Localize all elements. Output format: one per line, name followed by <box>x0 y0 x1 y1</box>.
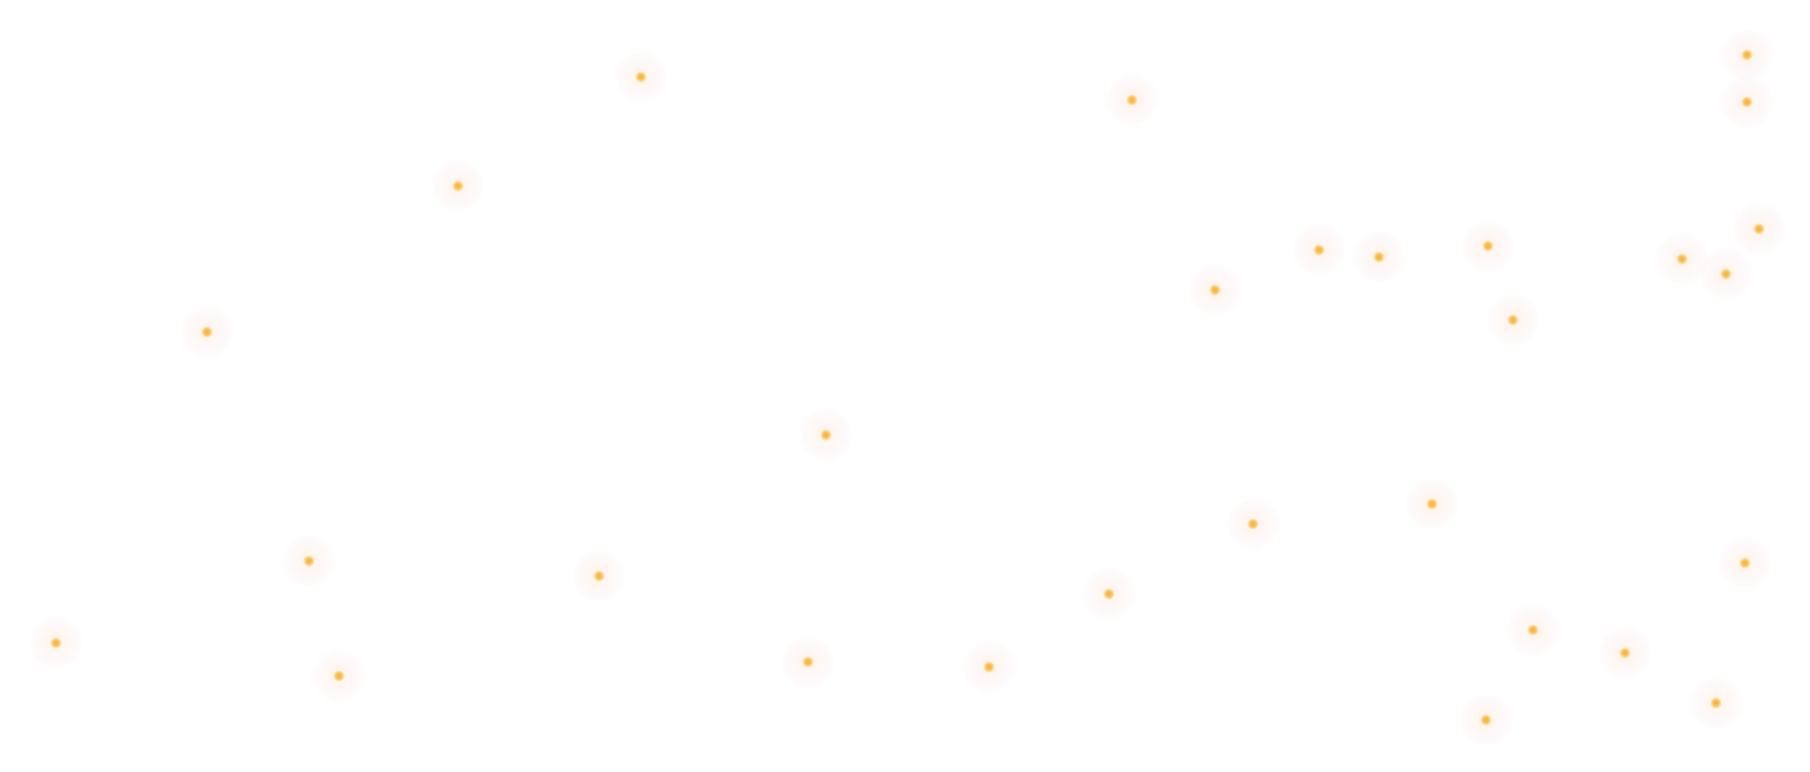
glow-dot <box>1699 247 1753 301</box>
glow-dot <box>29 616 83 670</box>
glow-dot <box>282 534 336 588</box>
glow-dot <box>781 635 835 689</box>
glow-dot <box>431 159 485 213</box>
glow-dot <box>180 305 234 359</box>
glow-dot <box>962 640 1016 694</box>
glow-dot <box>1598 626 1652 680</box>
glow-dot <box>1506 603 1560 657</box>
glow-dot <box>1352 230 1406 284</box>
glow-dot <box>1292 223 1346 277</box>
glow-dot <box>1720 28 1774 82</box>
glow-dot <box>1461 219 1515 273</box>
glow-dot <box>1405 477 1459 531</box>
glow-dot <box>1718 536 1772 590</box>
glow-dot <box>1689 676 1743 730</box>
glow-dot <box>572 549 626 603</box>
glow-dot <box>1732 202 1786 256</box>
glow-dot <box>312 649 366 703</box>
glow-dot <box>1188 263 1242 317</box>
glow-dot <box>1459 693 1513 747</box>
glow-dot <box>1486 293 1540 347</box>
glow-dot <box>1226 497 1280 551</box>
glow-dot <box>1105 73 1159 127</box>
glow-dot <box>614 50 668 104</box>
glow-dot <box>1720 75 1774 129</box>
glow-dot <box>1082 567 1136 621</box>
glow-dot <box>799 408 853 462</box>
